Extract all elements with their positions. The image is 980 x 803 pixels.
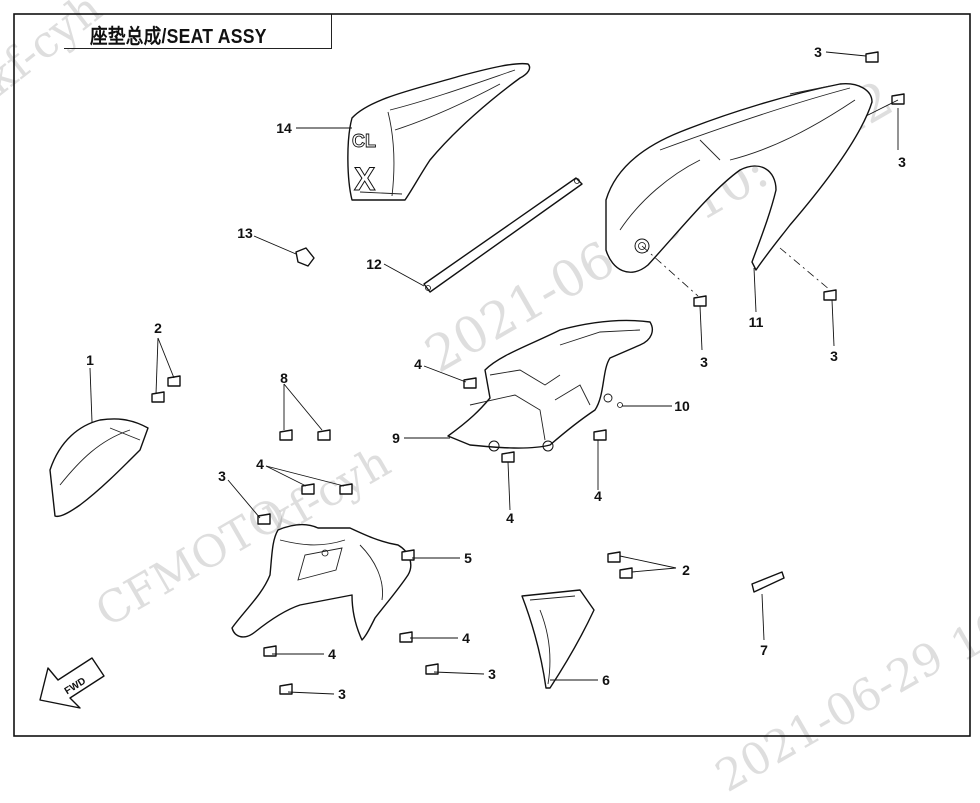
part-01-side-cover xyxy=(49,418,149,518)
callout-10: 10 xyxy=(674,398,690,414)
callout-3-top: 3 xyxy=(814,44,822,60)
callout-11: 11 xyxy=(748,314,764,330)
title-box: 座垫总成/SEAT ASSY xyxy=(64,14,332,49)
callout-4-bracket: 4 xyxy=(414,356,422,372)
part-13-grommet xyxy=(295,247,315,267)
part-12-strap xyxy=(423,177,583,293)
callout-4-fender-right: 4 xyxy=(462,630,470,646)
part-14-seat: CL X xyxy=(347,62,531,201)
callout-6: 6 xyxy=(602,672,610,688)
drawing-border xyxy=(13,13,971,737)
seat-logo-cl: CL xyxy=(352,131,376,151)
callout-3-fender-right: 3 xyxy=(488,666,496,682)
callout-3-fender-bottom: 3 xyxy=(338,686,346,702)
exploded-view-drawing: CL X xyxy=(13,13,971,737)
callout-4-bracket-right: 4 xyxy=(594,488,602,504)
callout-8: 8 xyxy=(280,370,288,386)
callout-1: 1 xyxy=(86,352,94,368)
callout-13: 13 xyxy=(237,225,253,241)
fwd-arrow: FWD xyxy=(39,657,105,709)
part-11-tail-cowl xyxy=(605,83,873,273)
part-09-seat-bracket xyxy=(447,319,653,452)
part-06-bracket xyxy=(521,589,595,689)
callout-12: 12 xyxy=(366,256,382,272)
part-07-pad xyxy=(751,571,785,593)
callout-4-upper-left: 4 xyxy=(256,456,264,472)
callout-4-bracket-bottom: 4 xyxy=(506,510,514,526)
callout-5: 5 xyxy=(464,550,472,566)
callout-2-right: 2 xyxy=(682,562,690,578)
seat-logo-x: X xyxy=(354,161,376,197)
callout-14: 14 xyxy=(276,120,292,136)
callout-2-left: 2 xyxy=(154,320,162,336)
callout-9: 9 xyxy=(392,430,400,446)
part-05-rear-fender xyxy=(231,523,412,641)
leader-lines xyxy=(89,51,899,695)
page-title: 座垫总成/SEAT ASSY xyxy=(90,26,267,48)
callout-7: 7 xyxy=(760,642,768,658)
callout-3-cowl-left: 3 xyxy=(700,354,708,370)
callout-3-left: 3 xyxy=(218,468,226,484)
fasteners xyxy=(151,51,905,695)
callout-3-cowl-right: 3 xyxy=(830,348,838,364)
callout-4-fender-left: 4 xyxy=(328,646,336,662)
callout-3-right: 3 xyxy=(898,154,906,170)
